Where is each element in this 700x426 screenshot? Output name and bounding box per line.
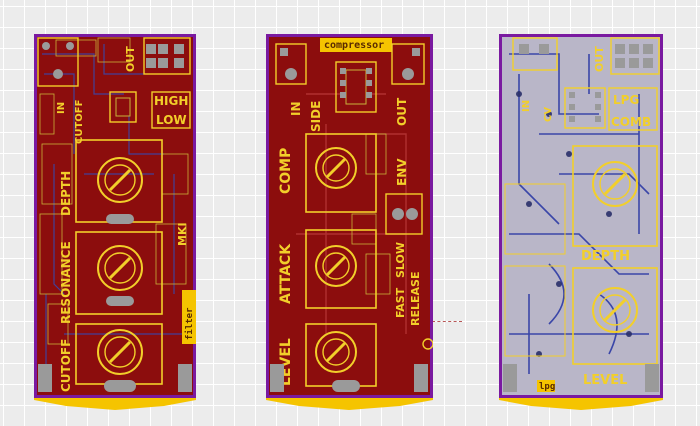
ic-footprint[interactable] bbox=[109, 91, 137, 123]
switch-fast-slow[interactable] bbox=[385, 193, 423, 235]
vias bbox=[516, 91, 632, 357]
label-fast: FAST bbox=[394, 287, 407, 318]
pot-level[interactable] bbox=[572, 267, 658, 365]
label-env: ENV bbox=[395, 158, 409, 186]
name-tag bbox=[182, 290, 196, 344]
label-low: LOW bbox=[156, 113, 187, 127]
jack-out-footprint[interactable] bbox=[391, 43, 425, 85]
component-outlines bbox=[39, 37, 189, 345]
pot-depth[interactable] bbox=[572, 145, 658, 247]
board-lpg[interactable]: OUT IN CV LPG COMB DEPTH LEVEL lpg bbox=[499, 34, 663, 410]
edge-strip bbox=[34, 398, 196, 410]
name-tag bbox=[320, 38, 392, 52]
pot-resonance[interactable] bbox=[75, 231, 163, 315]
label-comb: COMB bbox=[611, 115, 651, 129]
corner-pads bbox=[38, 364, 192, 392]
label-release: RELEASE bbox=[409, 272, 422, 326]
label-cutoff-top: CUTOFF bbox=[74, 100, 85, 144]
pot-attack[interactable] bbox=[305, 229, 377, 309]
corner-pads bbox=[270, 364, 428, 392]
jack-in-footprint[interactable] bbox=[275, 43, 307, 85]
label-resonance: RESONANCE bbox=[59, 241, 73, 324]
switch-high-low[interactable] bbox=[151, 91, 191, 129]
jack-out-footprint[interactable] bbox=[610, 37, 660, 75]
label-cv: CV bbox=[543, 107, 554, 122]
label-out: OUT bbox=[124, 46, 137, 72]
mounting-hole bbox=[422, 338, 433, 350]
label-in: IN bbox=[521, 100, 532, 112]
edge-strip bbox=[499, 398, 663, 410]
label-level: LEVEL bbox=[583, 373, 627, 388]
label-lpg: LPG bbox=[613, 93, 639, 107]
label-cutoff: CUTOFF bbox=[59, 339, 73, 392]
corner-pads bbox=[503, 364, 659, 392]
label-out: OUT bbox=[593, 46, 606, 72]
label-slow: SLOW bbox=[394, 242, 407, 278]
switch-lpg-comb[interactable] bbox=[608, 87, 658, 131]
silkscreen-outlines bbox=[504, 183, 566, 357]
pot-depth[interactable] bbox=[75, 139, 163, 224]
pot-cutoff[interactable] bbox=[75, 323, 163, 392]
label-depth: DEPTH bbox=[59, 171, 73, 216]
jack-in-footprint[interactable] bbox=[37, 37, 79, 87]
label-mk1: MKI bbox=[176, 222, 189, 246]
label-comp: COMP bbox=[278, 148, 294, 194]
jack-out-footprint[interactable] bbox=[143, 37, 191, 75]
label-out: OUT bbox=[395, 97, 409, 126]
label-depth: DEPTH bbox=[581, 249, 630, 264]
label-lpg-name: lpg bbox=[539, 382, 555, 392]
jack-in-footprint[interactable] bbox=[512, 37, 558, 71]
board-substrate bbox=[502, 37, 660, 395]
edge-strip bbox=[266, 398, 433, 410]
label-in: IN bbox=[56, 102, 67, 114]
label-side: SIDE bbox=[309, 101, 323, 132]
board-compressor[interactable]: compressor IN SIDE OUT COMP ENV bbox=[266, 34, 433, 410]
board-filter[interactable]: OUT IN CUTOFF HIGH LOW DEPTH MKI RESONAN… bbox=[34, 34, 196, 410]
label-filter: filter bbox=[184, 307, 195, 340]
label-in: IN bbox=[289, 101, 303, 116]
label-compressor: compressor bbox=[324, 40, 384, 51]
pot-comp[interactable] bbox=[305, 133, 377, 213]
pot-level[interactable] bbox=[305, 323, 377, 392]
label-attack: ATTACK bbox=[278, 243, 294, 304]
label-high: HIGH bbox=[154, 94, 188, 108]
ic-footprint[interactable] bbox=[335, 61, 377, 113]
ic-footprint[interactable] bbox=[564, 87, 606, 129]
dimension-line bbox=[432, 321, 462, 322]
name-tag bbox=[537, 380, 555, 392]
